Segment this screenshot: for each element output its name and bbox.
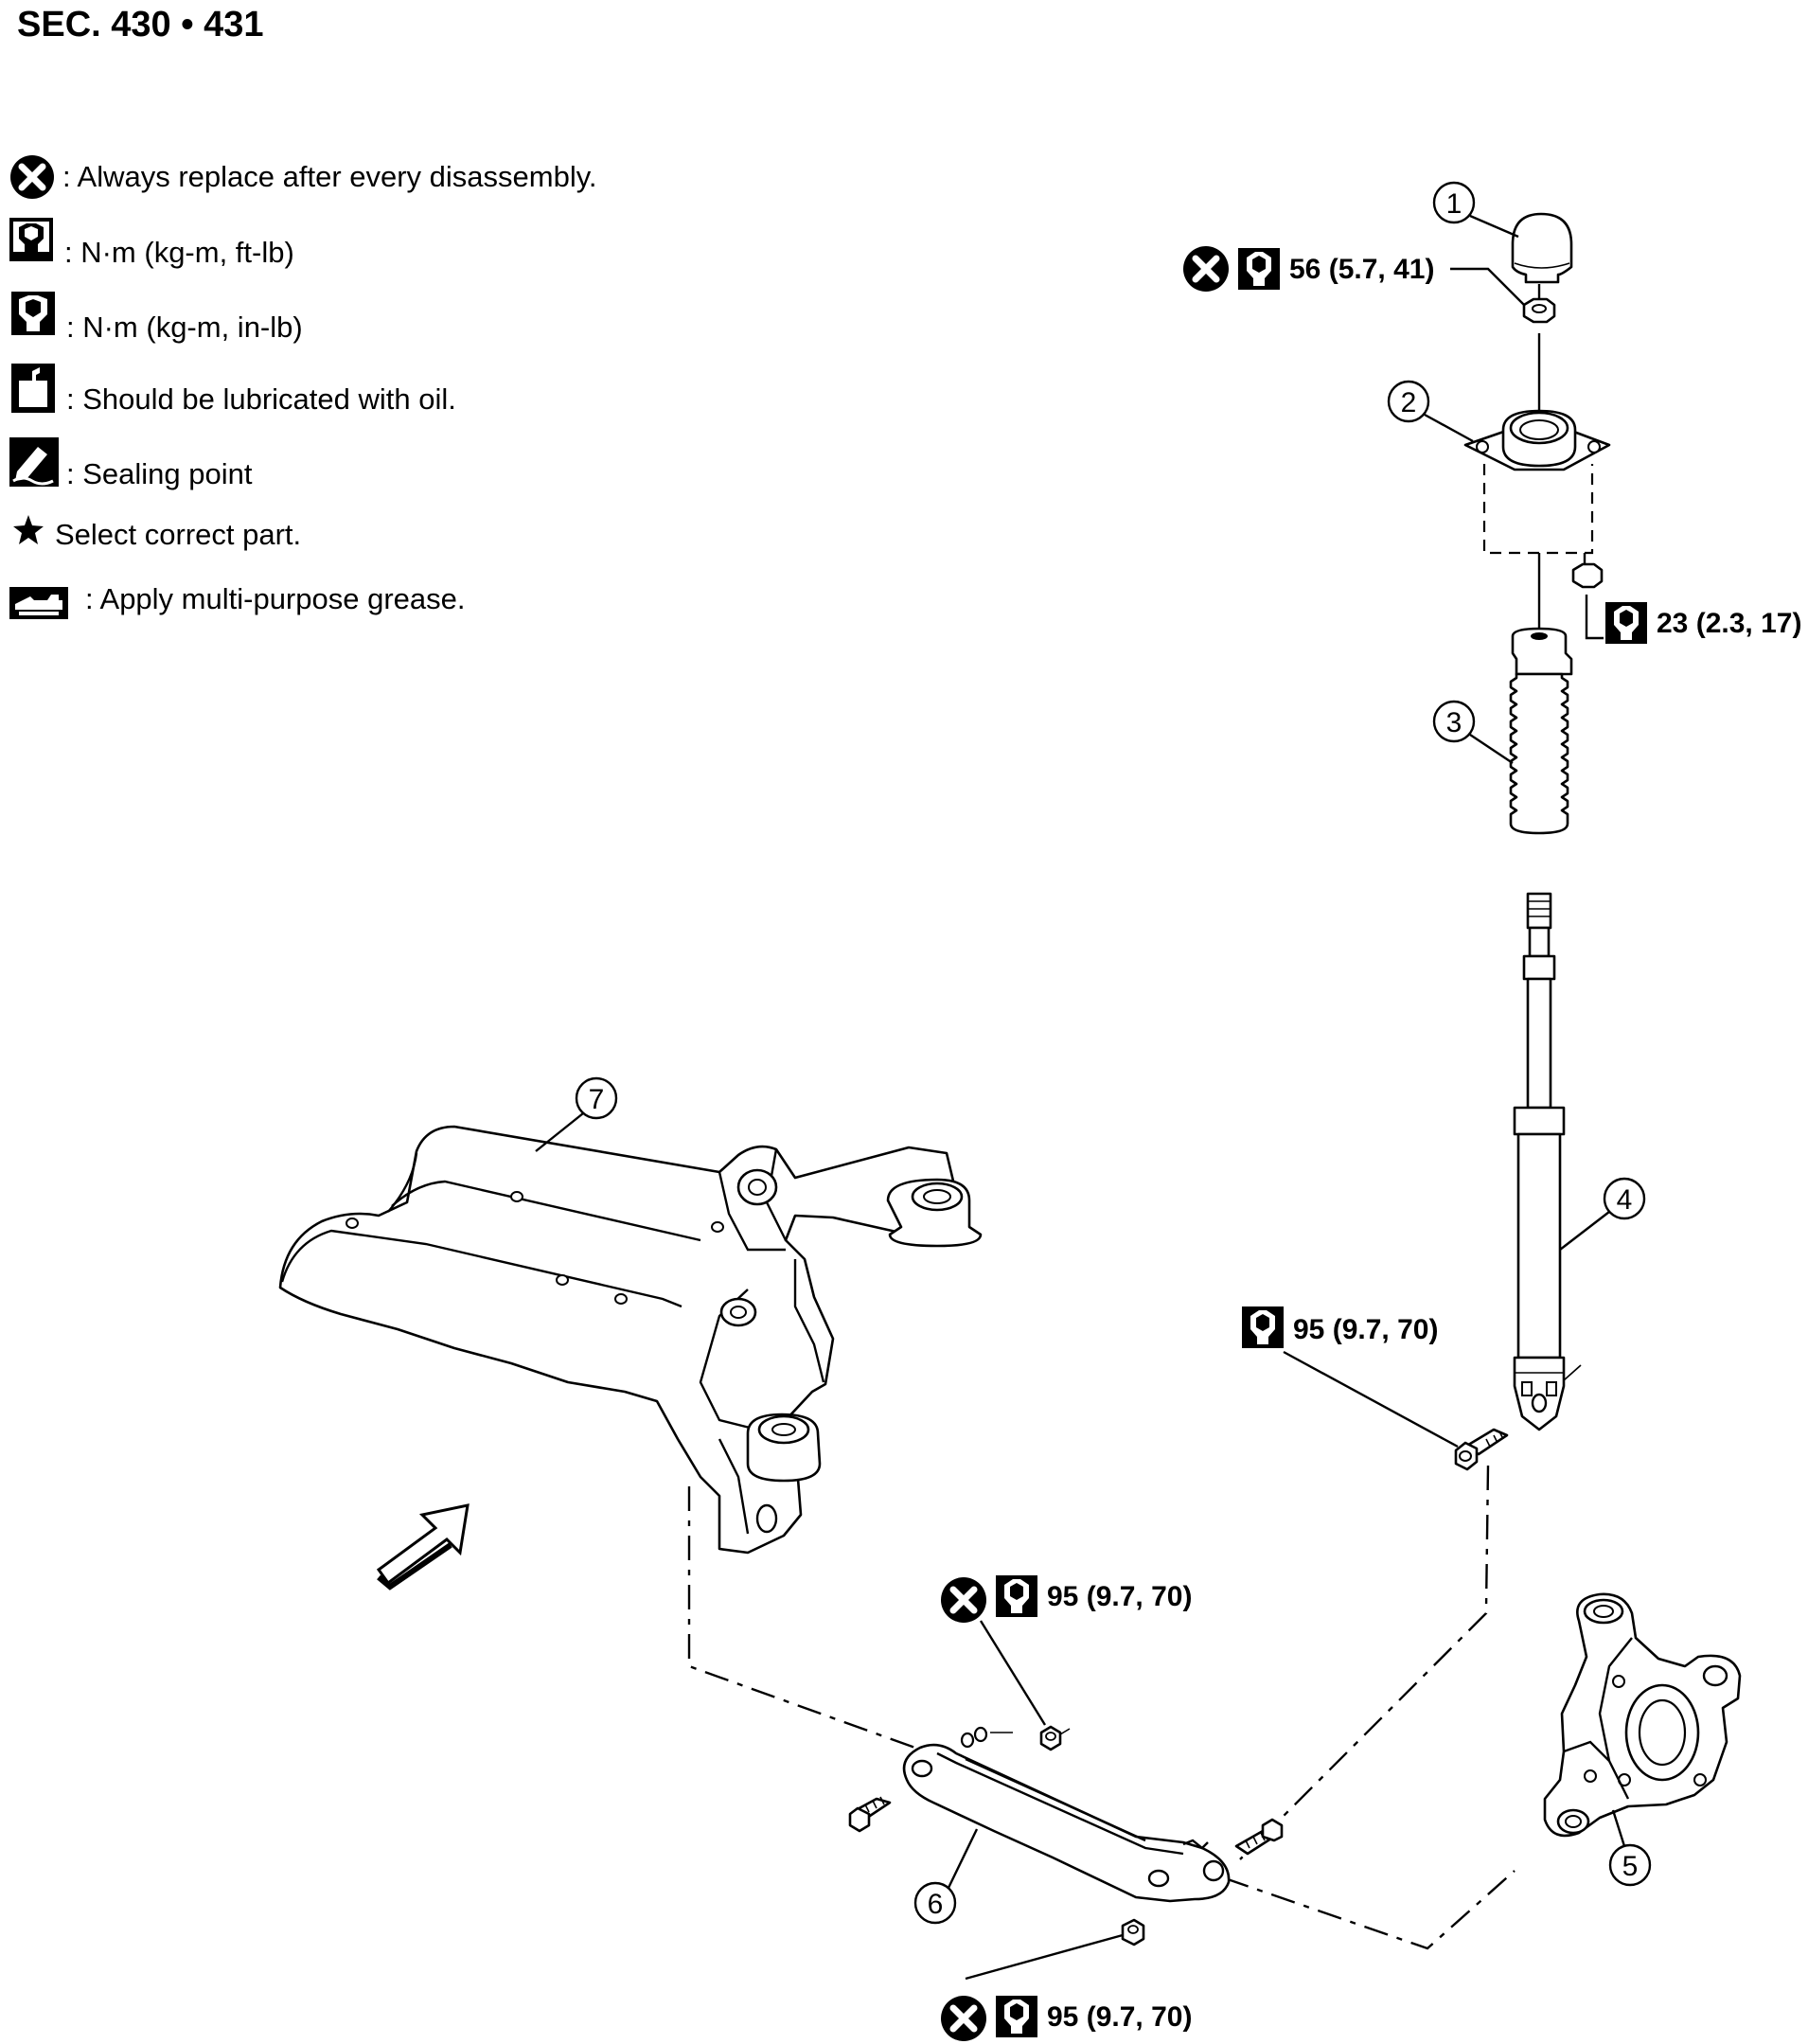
part-2-mount (1463, 409, 1611, 555)
link-bolt-left (848, 1796, 892, 1833)
mount-nut (1571, 553, 1604, 589)
legend-item-torque-ftlb: : N·m (kg-m, ft-lb) (64, 236, 294, 269)
part-1-cap (1511, 212, 1573, 284)
link-washers (960, 1725, 1071, 1751)
part-5-knuckle (1543, 1592, 1742, 1838)
grease-icon (9, 587, 68, 619)
shock-lower-bolt (1454, 1428, 1509, 1471)
svg-text:3: 3 (1446, 707, 1462, 738)
link-nut-bottom (1121, 1918, 1145, 1946)
torque-wrench-icon (1605, 602, 1647, 644)
svg-text:2: 2 (1401, 387, 1417, 418)
svg-text:6: 6 (928, 1889, 944, 1920)
torque-value-link-nut-bottom: 95 (9.7, 70) (1047, 2001, 1192, 2033)
torque-wrench-icon (9, 218, 53, 261)
legend-item-torque-inlb: : N·m (kg-m, in-lb) (66, 311, 303, 344)
callout-3: 3 (1432, 700, 1514, 764)
svg-text:7: 7 (589, 1084, 605, 1115)
link-bolt-right (1234, 1818, 1284, 1856)
legend-item-grease: : Apply multi-purpose grease. (85, 582, 466, 615)
callout-6: 6 (913, 1828, 979, 1925)
legend-item-star: Select correct part. (55, 518, 301, 551)
star-icon (13, 515, 44, 544)
legend: : Always replace after every disassembly… (9, 155, 597, 619)
upper-nut (1522, 297, 1556, 324)
torque-value-mount-nut: 23 (2.3, 17) (1657, 608, 1801, 639)
legend-item-sealing: : Sealing point (66, 457, 253, 490)
callout-2: 2 (1387, 380, 1474, 443)
torque-wrench-icon (1242, 1306, 1284, 1348)
replace-icon (941, 1577, 986, 1623)
torque-link-nut-bottom: 95 (9.7, 70) (941, 1933, 1192, 2041)
replace-icon (941, 1996, 986, 2041)
torque-mount-nut: 23 (2.3, 17) (1585, 595, 1801, 644)
callout-5: 5 (1608, 1809, 1652, 1887)
torque-wrench-small-icon (11, 292, 55, 335)
sealing-icon (9, 437, 59, 487)
part-4-shock-absorber (1513, 892, 1582, 1431)
guide-line-link-to-knuckle (1224, 1870, 1516, 1950)
part-6-lower-link (902, 1743, 1231, 1903)
guide-line-shock-to-knuckle (1239, 1465, 1490, 1860)
svg-text:1: 1 (1446, 188, 1462, 220)
guide-line-member-to-link (687, 1486, 948, 1761)
svg-text:5: 5 (1622, 1851, 1639, 1882)
part-7-suspension-member (278, 1125, 983, 1555)
callout-1: 1 (1432, 181, 1519, 239)
replace-icon (10, 155, 54, 199)
torque-wrench-icon (996, 1575, 1037, 1617)
torque-value-shock-lower-bolt: 95 (9.7, 70) (1293, 1314, 1438, 1345)
torque-link-nut-top: 95 (9.7, 70) (941, 1575, 1192, 1726)
part-3-bound-bumper (1509, 627, 1573, 835)
svg-text:4: 4 (1617, 1184, 1633, 1216)
front-arrow-icon (376, 1503, 470, 1591)
legend-item-replace: : Always replace after every disassembly… (62, 160, 597, 193)
torque-wrench-icon (996, 1996, 1037, 2037)
torque-wrench-icon (1238, 248, 1280, 290)
callout-4: 4 (1559, 1177, 1646, 1251)
torque-shock-lower-bolt: 95 (9.7, 70) (1242, 1306, 1459, 1449)
oil-can-icon (11, 364, 55, 413)
callout-7: 7 (535, 1076, 618, 1152)
replace-icon (1183, 246, 1229, 292)
section-title: SEC. 430 • 431 (17, 5, 263, 44)
torque-value-upper-nut: 56 (5.7, 41) (1289, 254, 1434, 285)
legend-item-oil: : Should be lubricated with oil. (66, 382, 456, 416)
torque-upper-nut: 56 (5.7, 41) (1183, 246, 1525, 306)
torque-value-link-nut-top: 95 (9.7, 70) (1047, 1581, 1192, 1612)
